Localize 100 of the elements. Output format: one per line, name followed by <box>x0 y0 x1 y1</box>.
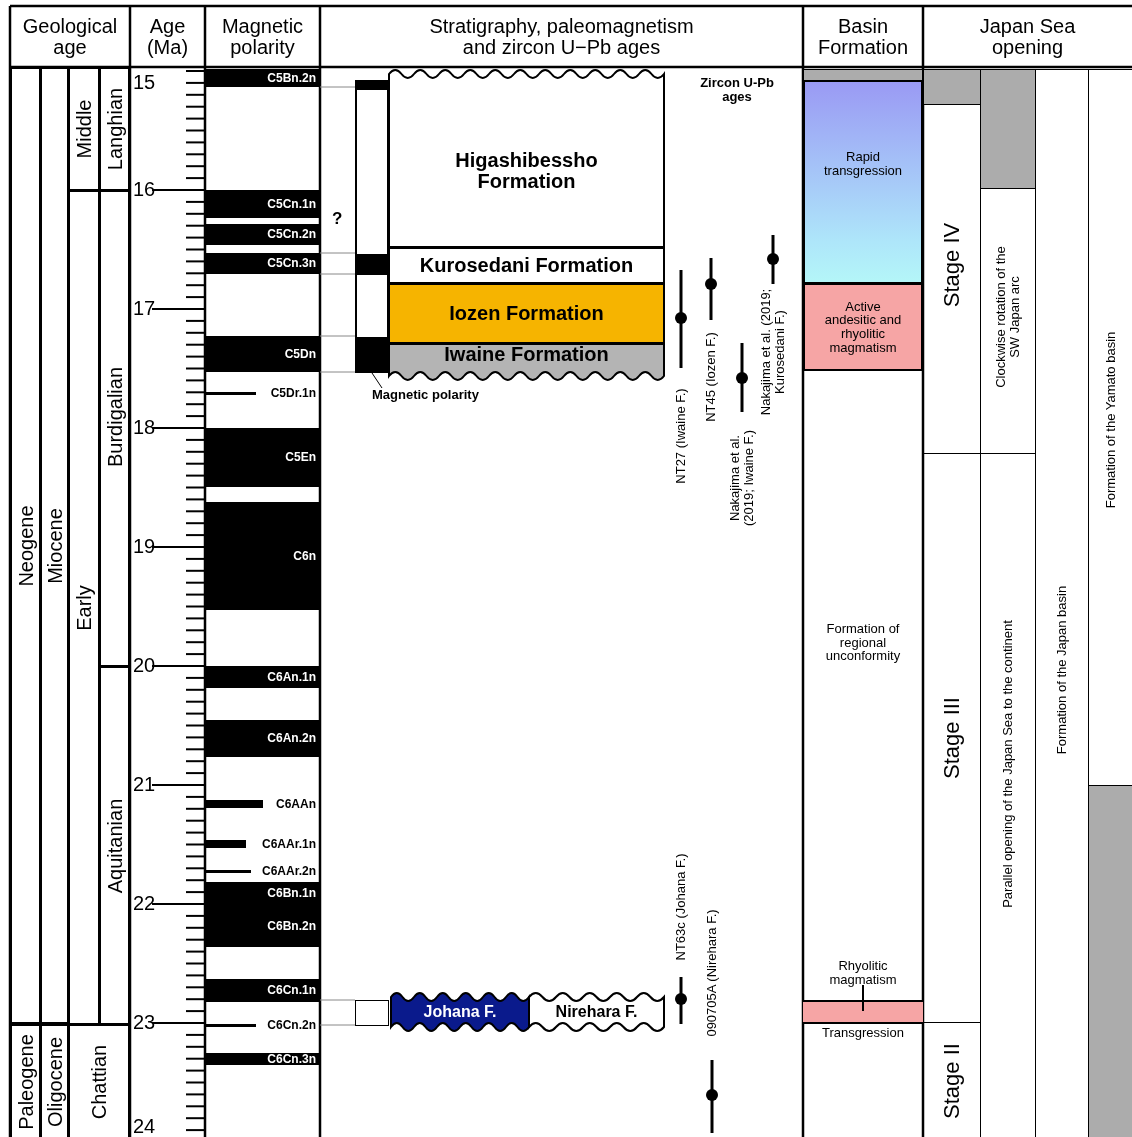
time-unit-cell <box>99 666 130 1025</box>
sample-label: NT63c (Johana F.) <box>674 853 688 961</box>
event-cell <box>803 80 923 284</box>
chron-label: C5Cn.3n <box>267 257 316 270</box>
hiatus-block <box>1088 785 1132 1137</box>
chron-label: C6n <box>293 549 316 563</box>
formation-layer <box>388 343 665 381</box>
chron-label: C6An.2n <box>267 732 316 745</box>
time-unit-cell <box>40 1024 69 1137</box>
polarity-chron-bar <box>206 428 319 487</box>
time-unit-cell <box>99 190 130 667</box>
time-unit-cell <box>68 67 100 191</box>
formation-layer <box>388 283 665 344</box>
formation-name: Nirehara F. <box>555 1003 638 1021</box>
chron-label: C5Dn <box>284 347 316 361</box>
leader-line <box>371 372 383 389</box>
time-unit-label: Neogene <box>15 504 36 587</box>
chron-label: C5Cn.2n <box>267 228 316 241</box>
column-heading: Stratigraphy, paleomagnetism and zircon U−Pb ages <box>428 15 695 58</box>
age-number: 19 <box>133 536 156 557</box>
event-label: Formation of the Yamato basin <box>1104 331 1118 509</box>
hiatus-block <box>980 69 1036 189</box>
hiatus-block <box>803 69 923 81</box>
column-heading: Japan Sea opening <box>978 15 1077 58</box>
age-number: 15 <box>133 72 156 93</box>
time-unit-label: Langhian <box>104 87 125 171</box>
time-unit-cell <box>40 67 69 1024</box>
age-number: 23 <box>133 1012 156 1033</box>
polarity-chron-bar <box>206 905 319 947</box>
sample-label: NT45 (Iozen F.) <box>704 332 718 422</box>
event-label: Active andesitic and rhyolitic magmatism <box>823 299 903 355</box>
chron-label: C6AAr.1n <box>261 837 316 851</box>
sample-label: 090705A (Nirehara F.) <box>705 909 719 1037</box>
chron-label: C6Cn.2n <box>267 1019 316 1032</box>
event-label: Rapid transgression <box>822 150 903 178</box>
stage-label: Stage II <box>940 1042 964 1119</box>
event-label: Clockwise rotation of the SW Japan arc <box>994 245 1022 390</box>
time-unit-label: Paleogene <box>15 1033 36 1130</box>
question-mark: ? <box>332 210 343 228</box>
formation-name: Iozen Formation <box>449 303 604 324</box>
formation-layer <box>390 992 530 1032</box>
chron-label: C5Dr.1n <box>270 387 316 400</box>
chron-label: C5En <box>285 451 316 464</box>
chron-label: C5Cn.1n <box>267 197 316 211</box>
age-number: 17 <box>133 298 156 319</box>
time-unit-cell <box>68 1024 130 1137</box>
age-number: 24 <box>133 1116 156 1137</box>
time-unit-label: Miocene <box>44 507 65 584</box>
time-unit-label: Oligocene <box>44 1036 65 1127</box>
age-number: 21 <box>133 774 156 795</box>
time-unit-label: Middle <box>73 99 95 159</box>
event-label: Formation of the Japan basin <box>1055 585 1069 755</box>
time-unit-cell <box>10 1024 41 1137</box>
formation-name: Higashibessho Formation <box>454 149 599 192</box>
time-unit-cell <box>99 67 130 191</box>
age-number: 18 <box>133 417 156 438</box>
formation-name: Kurosedani Formation <box>419 255 634 276</box>
time-unit-cell <box>68 190 100 1025</box>
column-heading: Magnetic polarity <box>220 15 305 58</box>
polarity-chron-bar <box>206 253 319 274</box>
hiatus-block <box>923 69 981 105</box>
polarity-chron-bar <box>206 336 319 372</box>
event-label: Parallel opening of the Japan Sea to the continent <box>1001 620 1015 908</box>
stage-label: Stage IV <box>940 222 964 308</box>
polarity-column <box>355 1000 389 1026</box>
polarity-chron-bar <box>206 190 319 218</box>
formation-layer <box>388 247 665 284</box>
chron-label: C6Bn.2n <box>267 919 316 933</box>
time-unit-label: Chattian <box>88 1044 110 1119</box>
event-label: Formation of regional unconformity <box>824 622 902 663</box>
chron-label: C5Bn.2n <box>267 71 316 85</box>
polarity-chron-bar <box>206 1051 319 1067</box>
sample-label: Nakajima et al. (2019; Iwaine F.) <box>728 428 756 529</box>
formation-name: Iwaine Formation <box>444 343 609 365</box>
age-number: 22 <box>133 893 156 914</box>
time-unit-label: Burdigalian <box>104 366 125 468</box>
column-heading: Age (Ma) <box>145 15 190 58</box>
age-number: 20 <box>133 655 156 676</box>
formation-layer <box>528 992 665 1032</box>
sample-label: Nakajima et al. (2019; Kurosedani F.) <box>759 287 787 418</box>
column-heading: Geological age <box>21 15 119 58</box>
chron-label: C6Bn.1n <box>267 887 316 900</box>
polarity-chron-bar <box>206 224 319 245</box>
polarity-chron-bar <box>206 666 319 688</box>
age-number: 16 <box>133 179 156 200</box>
stage-label: Stage III <box>940 697 964 779</box>
chron-label: C6Cn.1n <box>267 984 316 997</box>
chron-label: C6AAn <box>276 797 316 811</box>
column-heading: Basin Formation <box>817 15 909 58</box>
polarity-chron-bar <box>206 69 319 87</box>
column-subheading: Zircon U-Pb ages <box>699 76 775 104</box>
formation-layer <box>388 69 665 248</box>
event-label: Transgression <box>822 1026 904 1040</box>
polarity-chron-bar <box>206 882 319 905</box>
chron-label: C6AAr.2n <box>261 865 316 878</box>
formation-name: Johana F. <box>423 1003 497 1021</box>
sample-label: NT27 (Iwaine F.) <box>674 388 688 484</box>
chron-label: C6An.1n <box>267 670 316 684</box>
polarity-chron-bar <box>206 720 319 757</box>
chron-label: C6Cn.3n <box>267 1052 316 1066</box>
